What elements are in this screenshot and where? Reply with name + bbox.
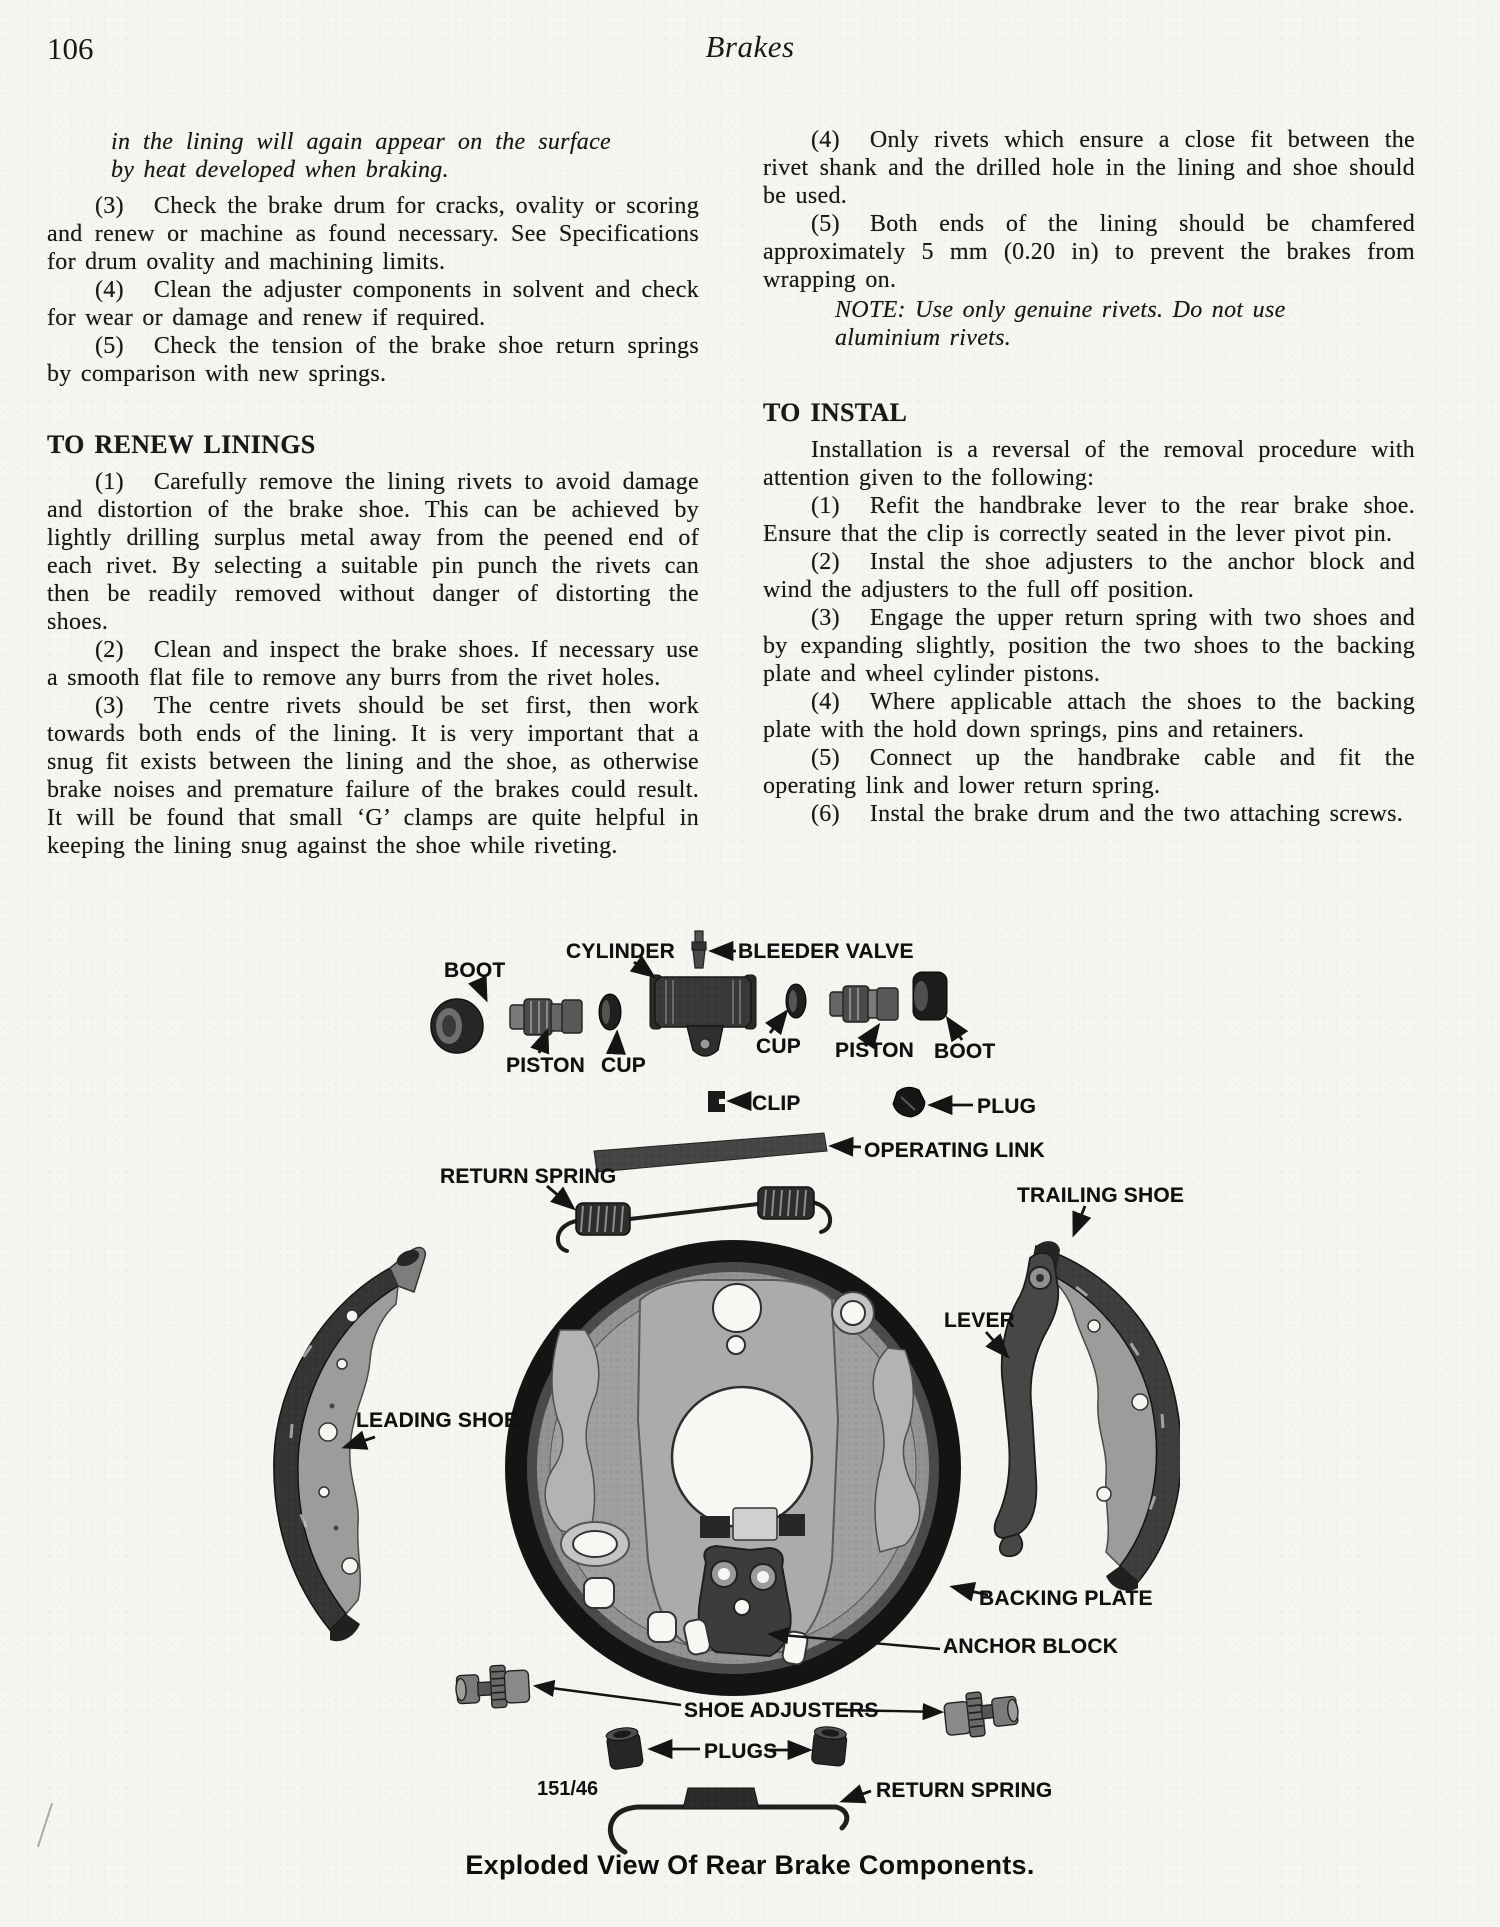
- item-number: (5): [811, 211, 840, 237]
- label-lever: LEVER: [944, 1309, 1016, 1332]
- item-number: (4): [811, 689, 840, 715]
- operating-link-part: [593, 1132, 828, 1173]
- label-cup-right: CUP: [756, 1035, 801, 1058]
- label-plugs: PLUGS: [704, 1740, 778, 1763]
- label-plug: PLUG: [977, 1095, 1037, 1118]
- item-text: Engage the upper return spring with two …: [763, 605, 1415, 687]
- item-number: (1): [811, 493, 840, 519]
- label-return-spring-upper: RETURN SPRING: [440, 1165, 617, 1188]
- clip-part: [708, 1091, 725, 1112]
- trailing-shoe-part: [993, 1241, 1180, 1591]
- shoe-adjuster-left-part: [455, 1664, 531, 1709]
- figure-number: 151/46: [537, 1778, 599, 1800]
- bleeder-valve-part: [691, 930, 707, 969]
- label-cup-left: CUP: [601, 1054, 646, 1077]
- item-number: (5): [811, 745, 840, 771]
- right-column: (4)Only rivets which ensure a close fit …: [763, 126, 1415, 828]
- plug-left-part: [605, 1727, 644, 1770]
- item-text: Instal the shoe adjusters to the anchor …: [763, 549, 1415, 603]
- item-text: Check the brake drum for cracks, ovality…: [47, 193, 699, 275]
- section-heading-renew-linings: TO RENEW LININGS: [47, 430, 316, 459]
- paragraph-item: (3)The centre rivets should be set first…: [47, 692, 699, 860]
- step-item: (2)Instal the shoe adjusters to the anch…: [763, 548, 1415, 604]
- lower-return-spring-part: [608, 1787, 850, 1855]
- item-text: Both ends of the lining should be chamfe…: [763, 211, 1415, 293]
- item-text: Where applicable attach the shoes to the…: [763, 689, 1415, 743]
- step-item: (6) Instal the brake drum and the two att…: [763, 800, 1415, 828]
- label-trailing-shoe: TRAILING SHOE: [1017, 1184, 1185, 1207]
- label-cylinder: CYLINDER: [566, 940, 675, 963]
- label-clip: CLIP: [752, 1092, 801, 1115]
- scan-artifact: [36, 1802, 54, 1848]
- item-text: Only rivets which ensure a close fit bet…: [763, 127, 1415, 209]
- cup-right-part: [785, 983, 807, 1019]
- paragraph-item: (5)Check the tension of the brake shoe r…: [47, 332, 699, 388]
- left-column: in the lining will again appear on the s…: [47, 126, 699, 860]
- intro-paragraph: Installation is a reversal of the remova…: [763, 437, 1415, 491]
- italic-quote: in the lining will again appear on the s…: [111, 129, 611, 183]
- leading-shoe-part: [273, 1246, 426, 1642]
- cylinder-part: [649, 974, 757, 1057]
- label-return-spring-lower: RETURN SPRING: [876, 1779, 1053, 1802]
- upper-return-spring-part: [555, 1186, 833, 1253]
- piston-right-part: [829, 985, 899, 1023]
- paragraph-item: (1)Carefully remove the lining rivets to…: [47, 468, 699, 636]
- item-text: Clean the adjuster components in solvent…: [47, 277, 699, 331]
- step-item: (4)Where applicable attach the shoes to …: [763, 688, 1415, 744]
- plug-part: [892, 1086, 926, 1118]
- step-item: (1)Refit the handbrake lever to the rear…: [763, 492, 1415, 548]
- boot-right-part: [912, 971, 948, 1021]
- label-bleeder-valve: BLEEDER VALVE: [738, 940, 914, 963]
- item-number: (6): [811, 801, 840, 827]
- diagram-arrows: [341, 940, 1092, 1804]
- label-shoe-adjusters: SHOE ADJUSTERS: [684, 1699, 879, 1722]
- label-leading-shoe: LEADING SHOE: [356, 1409, 519, 1432]
- item-text: Clean and inspect the brake shoes. If ne…: [47, 637, 699, 691]
- item-number: (2): [95, 637, 124, 663]
- boot-left-part: [430, 998, 484, 1054]
- item-text: Carefully remove the lining rivets to av…: [47, 469, 699, 635]
- item-text: Instal the brake drum and the two attach…: [869, 801, 1404, 827]
- item-text: Check the tension of the brake shoe retu…: [47, 333, 699, 387]
- label-boot-left: BOOT: [444, 959, 506, 982]
- anchor-block-part: [697, 1544, 792, 1658]
- item-text: The centre rivets should be set first, t…: [47, 693, 699, 859]
- item-number: (2): [811, 549, 840, 575]
- item-text: Connect up the handbrake cable and fit t…: [763, 745, 1415, 799]
- paragraph-item: (4)Clean the adjuster components in solv…: [47, 276, 699, 332]
- section-heading-to-instal: TO INSTAL: [763, 398, 908, 427]
- paragraph-item: (4)Only rivets which ensure a close fit …: [763, 126, 1415, 210]
- label-piston-right: PISTON: [835, 1039, 914, 1062]
- item-text: Refit the handbrake lever to the rear br…: [763, 493, 1415, 547]
- label-operating-link: OPERATING LINK: [864, 1139, 1045, 1162]
- item-number: (4): [811, 127, 840, 153]
- plug-right-part: [811, 1726, 848, 1767]
- item-number: (1): [95, 469, 124, 495]
- step-item: (3)Engage the upper return spring with t…: [763, 604, 1415, 688]
- lever-part: [993, 1252, 1060, 1558]
- shoe-adjuster-right-part: [943, 1691, 1019, 1738]
- page-number: 106: [47, 31, 94, 66]
- piston-left-part: [509, 998, 583, 1036]
- paragraph-item: (2)Clean and inspect the brake shoes. If…: [47, 636, 699, 692]
- item-number: (3): [811, 605, 840, 631]
- label-backing-plate: BACKING PLATE: [979, 1587, 1153, 1610]
- running-title: Brakes: [705, 29, 795, 64]
- figure-caption: Exploded View Of Rear Brake Components.: [465, 1850, 1035, 1880]
- cup-left-part: [598, 993, 622, 1031]
- note-block: NOTE: Use only genuine rivets. Do not us…: [835, 297, 1286, 351]
- label-piston-left: PISTON: [506, 1054, 585, 1077]
- item-number: (5): [95, 333, 124, 359]
- paragraph-item: (5)Both ends of the lining should be cha…: [763, 210, 1415, 294]
- exploded-diagram: [273, 930, 1180, 1855]
- item-number: (3): [95, 193, 124, 219]
- paragraph-item: (3)Check the brake drum for cracks, oval…: [47, 192, 699, 276]
- item-number: (3): [95, 693, 124, 719]
- backing-plate-part: [505, 1240, 961, 1696]
- label-anchor-block: ANCHOR BLOCK: [943, 1635, 1119, 1658]
- item-number: (4): [95, 277, 124, 303]
- step-item: (5)Connect up the handbrake cable and fi…: [763, 744, 1415, 800]
- label-boot-right: BOOT: [934, 1040, 996, 1063]
